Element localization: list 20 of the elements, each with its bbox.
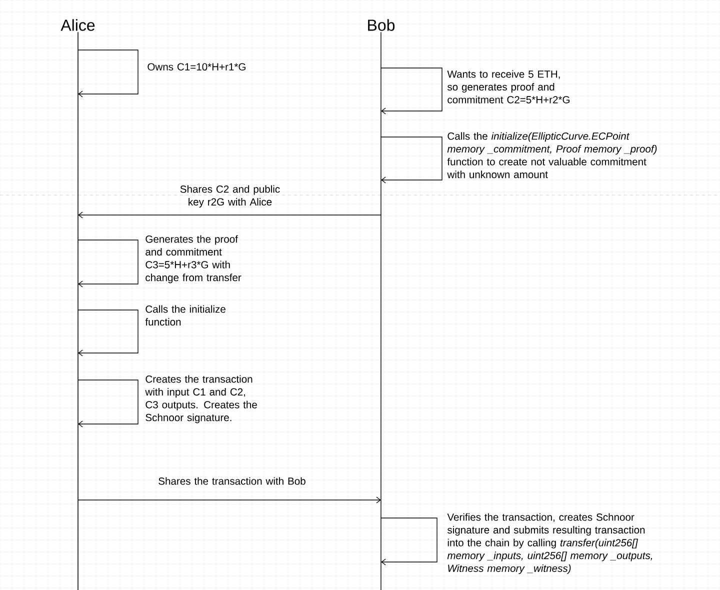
arrow <box>78 240 138 288</box>
edge-label: Generates the proof and commitment C3=5*H+r3*G with change from transfer <box>146 235 242 284</box>
edge-label: Verifies the transaction, creates Schnoor signature and submits resulting transaction into the chain by calling transfer(uint256[] memory _inputs, uint256[] memory _outputs, Witness memory _witness) <box>447 513 652 574</box>
edge-label: Shares C2 and public key r2G with Alice <box>180 185 280 208</box>
lifeline-heading: Bob <box>368 19 395 31</box>
edge-label: Calls the initialize function <box>145 305 226 326</box>
arrow <box>78 50 138 98</box>
edge-label: Calls the initialize(EllipticCurve.ECPoint memory _commitment, Proof memory _proof) function to create not valuable commitment with unknown amount <box>447 132 657 178</box>
edge-label: Shares the transaction with Bob <box>158 477 306 485</box>
lifeline-heading: Alice <box>60 19 95 31</box>
arrow <box>380 518 438 566</box>
edge-label: Creates the transaction with input C1 and C2, C3 outputs. Creates the Schnoor signature. <box>145 375 257 424</box>
edge-label: Wants to receive 5 ETH, so generates proof and commitment C2=5*H+r2*G <box>447 70 570 104</box>
arrow <box>380 68 442 114</box>
arrow <box>380 136 442 184</box>
arrow <box>78 380 138 428</box>
arrow <box>78 212 382 218</box>
arrow <box>78 310 138 356</box>
edge-label: Owns C1=10*H+r1*G <box>148 63 246 70</box>
arrow <box>78 496 381 504</box>
